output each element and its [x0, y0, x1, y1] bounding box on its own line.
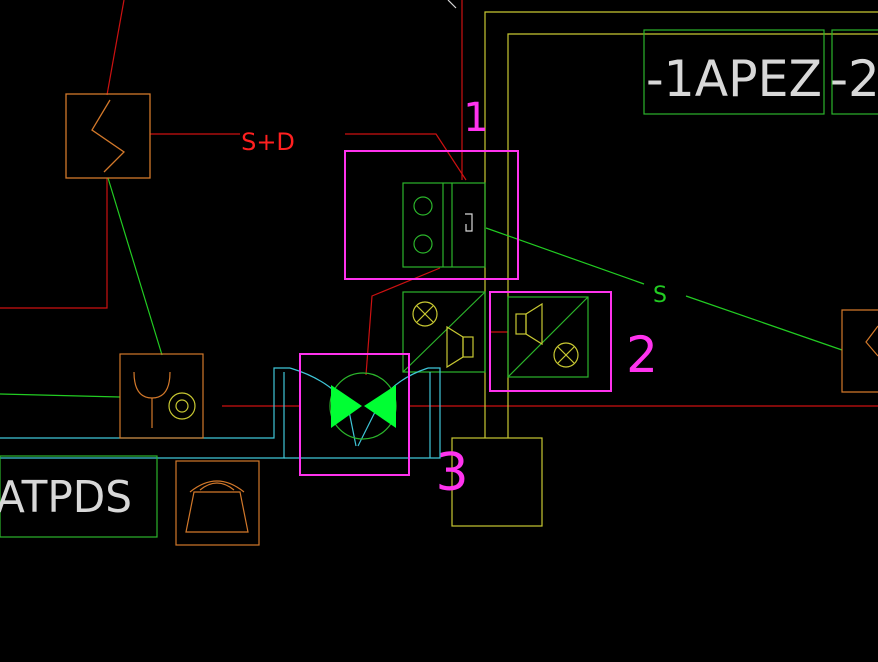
lamp-speaker-left[interactable] [402, 291, 486, 373]
green-wire-s-right [685, 295, 843, 351]
telephone-frame [175, 460, 260, 546]
right-edge-device-frame [841, 309, 878, 393]
red-wire-to-switch [345, 133, 467, 181]
speaker-icon [446, 325, 474, 369]
socket-icon [133, 371, 171, 399]
fan-bowtie-icon [331, 385, 362, 428]
room-code-next-frame [831, 29, 878, 115]
telephone-box[interactable] [175, 460, 260, 546]
right-edge-device[interactable] [841, 309, 878, 393]
red-wire-to-fan [365, 267, 441, 376]
lamp-speaker-right-frame [507, 296, 589, 378]
lamp-cross-icon [412, 301, 438, 327]
atpds-box[interactable]: ATPDS [0, 455, 158, 538]
lamp-cross-icon [553, 342, 579, 368]
zigzag-panel-icon [865, 325, 878, 357]
socket-box[interactable] [119, 353, 204, 439]
highlight-box-1 [344, 150, 519, 280]
duct-inner [0, 372, 285, 459]
fan-bowtie-icon-right [364, 385, 396, 428]
double-switch-icon [465, 213, 473, 232]
distribution-panel-frame [65, 93, 151, 179]
duct-outer [0, 367, 290, 439]
marker-3: 3 [435, 443, 468, 503]
switch-box[interactable] [402, 182, 486, 268]
socket-inner-ring [175, 399, 189, 413]
green-wiring [0, 177, 843, 398]
cyan-ducting [0, 367, 441, 459]
switch-box-frame [402, 182, 486, 268]
atpds-frame [0, 455, 158, 538]
green-wire-panel-socket [107, 177, 163, 356]
switch-knob-top [413, 196, 433, 216]
switch-knob-bottom [413, 234, 433, 254]
red-wire-left-loop [0, 178, 108, 309]
wall-column [451, 437, 543, 527]
room-code-frame [643, 29, 825, 115]
lamp-speaker-left-diagonal [402, 291, 486, 373]
green-wire-s-left [485, 227, 645, 285]
fan-device[interactable] [329, 372, 397, 440]
red-wiring [0, 0, 878, 407]
marker-2: 2 [626, 326, 658, 384]
duct-right [284, 367, 441, 459]
lamp-speaker-left-frame [402, 291, 486, 373]
room-code-next-label: -2 [830, 50, 878, 108]
room-code-label: -1APEZ [646, 50, 822, 108]
top-tick-mark [447, 0, 457, 9]
s-label: S [653, 283, 667, 308]
sd-label: S+D [241, 128, 295, 156]
socket-box-frame [119, 353, 204, 439]
zigzag-panel-icon [91, 99, 126, 173]
socket-outer-ring [168, 392, 196, 420]
red-wire-top-left [106, 0, 125, 96]
highlight-box-3 [299, 353, 410, 476]
marker-1: 1 [463, 95, 488, 141]
highlight-box-2 [489, 291, 612, 392]
lamp-speaker-right[interactable] [507, 296, 589, 378]
room-code-block: -1APEZ -2 [643, 29, 878, 115]
distribution-panel[interactable] [65, 93, 151, 179]
green-wire-left [0, 393, 121, 398]
atpds-label: ATPDS [0, 472, 132, 523]
lamp-speaker-right-diagonal [507, 296, 589, 378]
telephone-icon [185, 480, 249, 533]
speaker-icon [515, 302, 543, 346]
